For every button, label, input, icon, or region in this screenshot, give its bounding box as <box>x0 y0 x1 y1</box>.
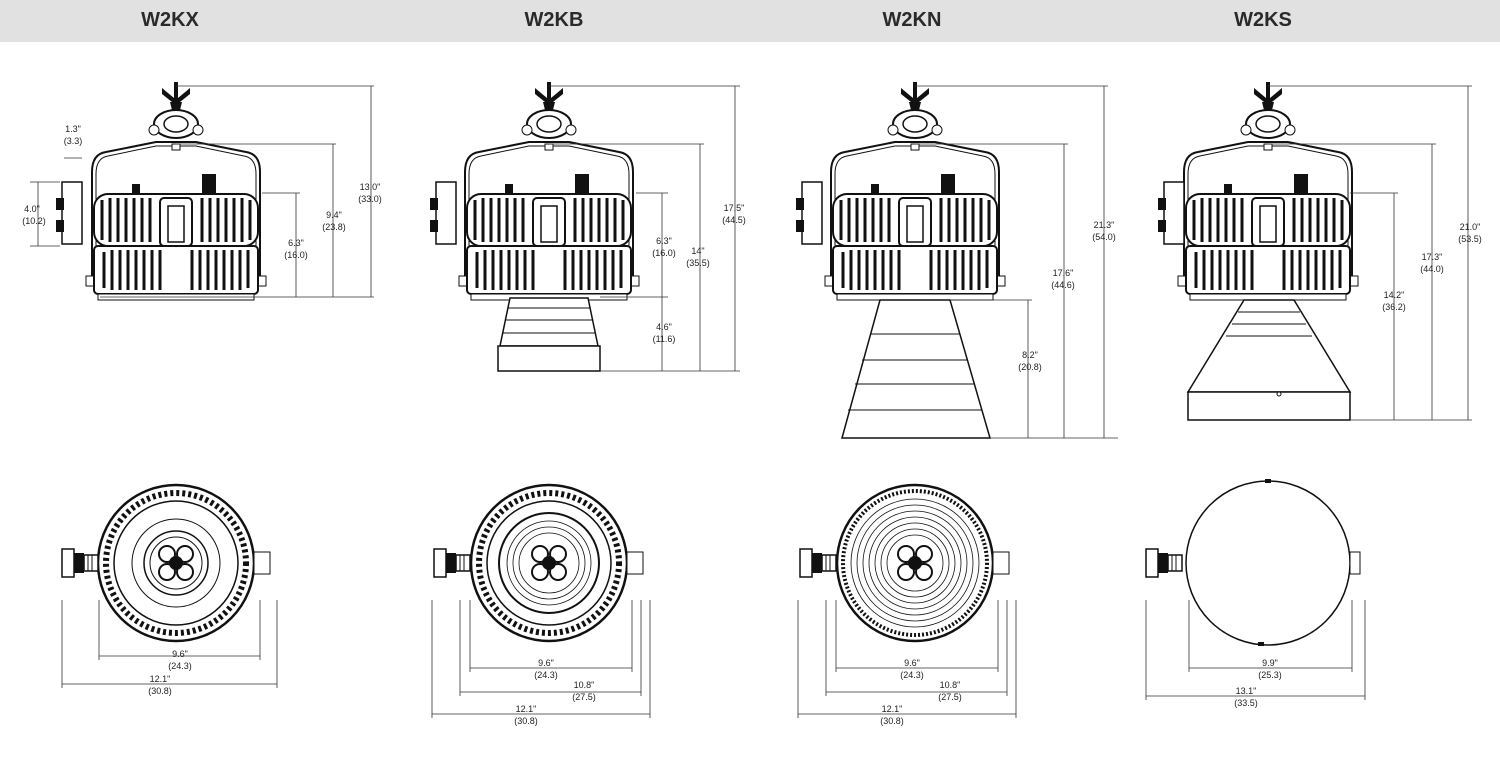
w2kb-side-dimensions <box>549 85 740 372</box>
w2kx-yoke-cm: (23.8) <box>322 222 346 232</box>
w2kn-snoot-in: 8.2" <box>1022 350 1038 360</box>
w2ks-outer-cm: (33.5) <box>1234 698 1258 708</box>
w2kx-side-dimensions <box>30 85 374 298</box>
model-title-w2ks: W2KS <box>1234 9 1292 31</box>
w2kb-inner-cm: (24.3) <box>534 670 558 680</box>
w2kb-middle-cm: (27.5) <box>572 692 596 702</box>
w2kn-side-dimensions <box>915 85 1118 439</box>
w2kb-middle-in: 10.8" <box>574 680 595 690</box>
w2kn-inner-cm: (24.3) <box>900 670 924 680</box>
model-title-w2kx: W2KX <box>141 9 199 31</box>
w2kb-inner-in: 9.6" <box>538 658 554 668</box>
w2kn-outer-cm: (30.8) <box>880 716 904 726</box>
header-bar: W2KX W2KB W2KN W2KS <box>0 0 1500 42</box>
w2kb-front-view <box>433 483 644 643</box>
w2ks-outer-in: 13.1" <box>1236 686 1257 696</box>
w2kx-top-offset-cm: (3.3) <box>64 136 83 146</box>
w2kx-head-cm: (16.0) <box>284 250 308 260</box>
w2ks-side-dimensions <box>1268 85 1472 421</box>
w2ks-side-view <box>1158 81 1359 421</box>
w2ks-front-dimensions <box>1145 600 1366 700</box>
w2ks-front-view <box>1145 479 1361 646</box>
w2kb-head-in: 6.3" <box>656 236 672 246</box>
w2kn-side-view <box>796 81 1006 439</box>
w2ks-snoot-cm: (36.2) <box>1382 302 1406 312</box>
w2kb-overall-cm: (44.5) <box>722 215 746 225</box>
model-title-w2kb: W2KB <box>524 9 584 31</box>
w2kn-yoke-cm: (44.6) <box>1051 280 1075 290</box>
w2kb-overall-in: 17.5" <box>724 203 745 213</box>
w2kx-head-in: 6.3" <box>288 238 304 248</box>
w2kx-outer-cm: (30.8) <box>148 686 172 696</box>
w2kb-outer-in: 12.1" <box>516 704 537 714</box>
w2kn-front-view <box>799 483 1010 643</box>
w2kn-overall-cm: (54.0) <box>1092 232 1116 242</box>
w2kb-front-dimensions <box>431 600 651 718</box>
w2kb-yoke-cm: (35.5) <box>686 258 710 268</box>
w2ks-snoot-in: 14.2" <box>1384 290 1405 300</box>
w2kx-inner-in: 9.6" <box>172 649 188 659</box>
w2kb-yoke-in: 14" <box>691 246 704 256</box>
w2ks-yoke-in: 17.3" <box>1422 252 1443 262</box>
w2kn-overall-in: 21.3" <box>1094 220 1115 230</box>
w2ks-overall-in: 21.0" <box>1460 222 1481 232</box>
w2kn-yoke-in: 17.6" <box>1053 268 1074 278</box>
w2kn-outer-in: 12.1" <box>882 704 903 714</box>
w2kx-yoke-in: 9.4" <box>326 210 342 220</box>
w2kx-panel-in: 4.0" <box>24 204 40 214</box>
w2kx-outer-in: 12.1" <box>150 674 171 684</box>
w2kx-side-view <box>56 81 267 302</box>
w2kn-snoot-cm: (20.8) <box>1018 362 1042 372</box>
w2kn-front-dimensions <box>797 600 1017 718</box>
w2ks-inner-in: 9.9" <box>1262 658 1278 668</box>
w2kx-front-view <box>61 483 271 643</box>
w2kb-side-view <box>430 81 640 372</box>
w2kb-outer-cm: (30.8) <box>514 716 538 726</box>
w2kx-inner-cm: (24.3) <box>168 661 192 671</box>
model-title-w2kn: W2KN <box>882 9 942 31</box>
w2kb-snoot-cm: (11.6) <box>653 334 676 344</box>
w2kx-panel-cm: (10.2) <box>22 216 46 226</box>
w2kn-middle-cm: (27.5) <box>938 692 962 702</box>
w2kn-middle-in: 10.8" <box>940 680 961 690</box>
w2kx-overall-in: 13.0" <box>360 182 381 192</box>
w2ks-yoke-cm: (44.0) <box>1420 264 1444 274</box>
w2kb-head-cm: (16.0) <box>652 248 676 258</box>
w2kx-front-dimensions <box>61 600 278 688</box>
w2ks-inner-cm: (25.3) <box>1258 670 1282 680</box>
w2ks-overall-cm: (53.5) <box>1458 234 1482 244</box>
w2kx-overall-cm: (33.0) <box>358 194 382 204</box>
w2kx-top-offset-in: 1.3" <box>65 124 81 134</box>
w2kb-snoot-in: 4.6" <box>656 322 672 332</box>
w2kn-inner-in: 9.6" <box>904 658 920 668</box>
